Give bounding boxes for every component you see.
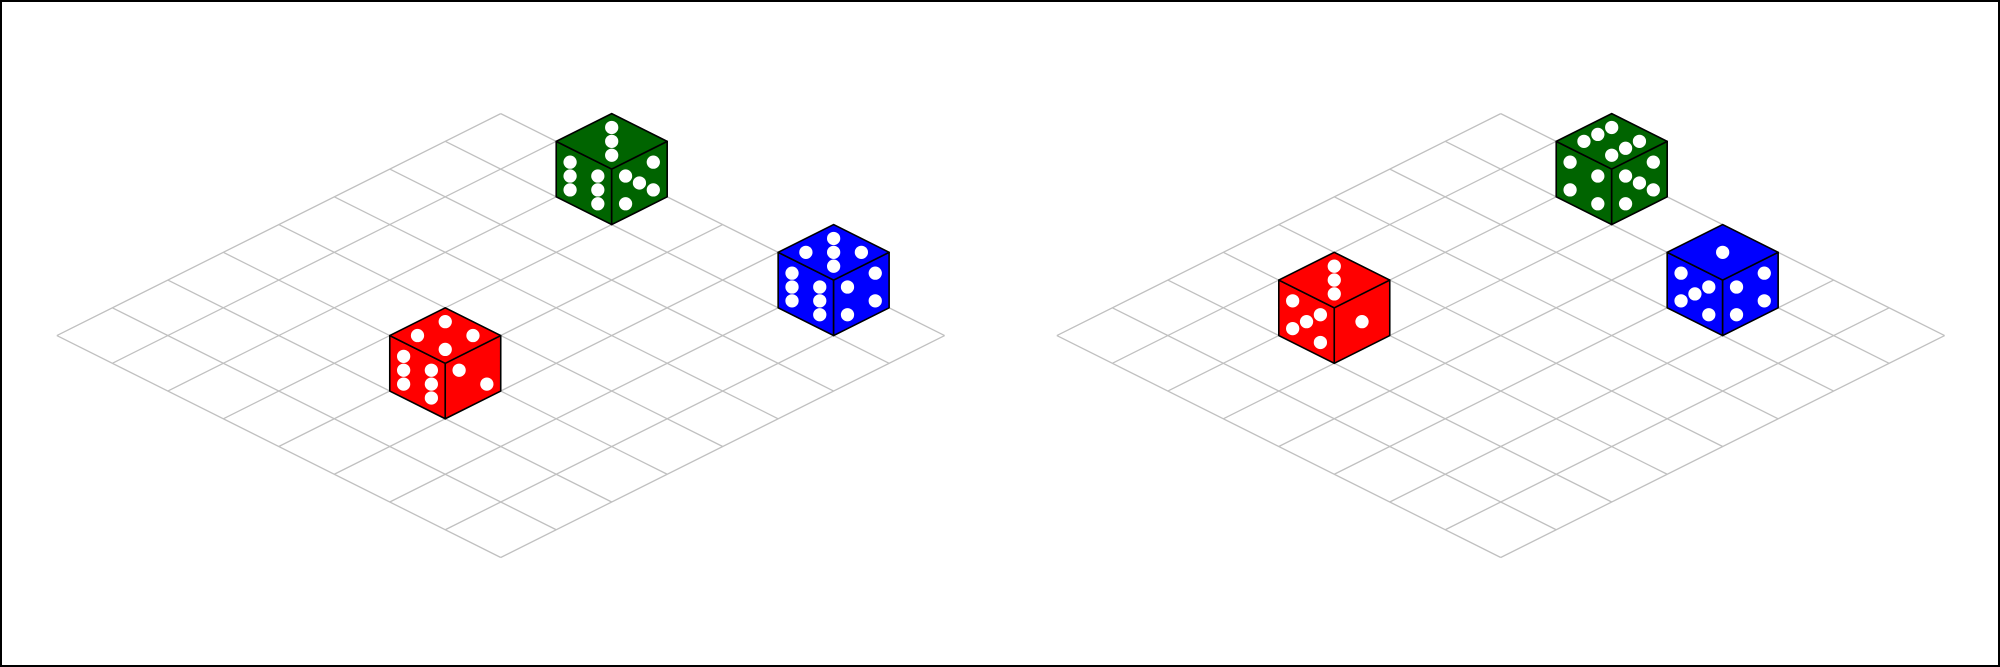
red-die-left-pip xyxy=(1286,321,1300,336)
blue-die-top-pip xyxy=(1716,245,1730,259)
green-die-right-pip xyxy=(618,197,633,211)
red-die xyxy=(388,306,502,420)
blue-die-right-pip xyxy=(868,294,882,308)
green-die-top-pip xyxy=(1605,148,1619,162)
red-die-left-pip xyxy=(1313,308,1328,322)
green-die xyxy=(555,112,668,226)
green-die-left-pip xyxy=(1591,197,1605,211)
grid-line xyxy=(1056,113,1502,337)
blue-die-left-pip xyxy=(1688,287,1702,301)
blue-die-right-pip xyxy=(1729,308,1744,322)
blue-die-left-pip xyxy=(785,266,799,280)
red-die-top-pip xyxy=(466,328,480,343)
red-die-top-pip xyxy=(1327,287,1341,301)
green-die-top-pip xyxy=(1591,127,1605,142)
green-die-right-pip xyxy=(646,155,660,169)
blue-die-top-pip xyxy=(799,245,813,259)
blue-die-left-pip xyxy=(785,280,799,294)
blue-die-top-pip xyxy=(827,245,841,259)
red-die-left-pip xyxy=(424,377,438,391)
blue-die-left-pip xyxy=(813,294,827,308)
blue-die-left-pip xyxy=(785,294,799,308)
grid-line xyxy=(1112,307,1557,531)
red-die-top-pip xyxy=(438,315,452,329)
right-scene-grid xyxy=(1056,113,1945,559)
grid-line xyxy=(1389,168,1834,392)
green-die-top-pip xyxy=(605,120,619,135)
red-die-top-pip xyxy=(410,328,425,343)
grid-line xyxy=(1167,279,1612,503)
green-die-right-pip xyxy=(1632,176,1647,190)
red-die-left-pip xyxy=(1313,335,1328,350)
green-die-top-face xyxy=(1555,112,1668,170)
green-die-right-pip xyxy=(646,183,660,197)
green-die-top-pip xyxy=(1618,141,1633,155)
red-die-right-pip xyxy=(1355,315,1369,329)
red-die-top-pip xyxy=(1327,259,1341,273)
green-die-right-pip xyxy=(1646,155,1660,169)
red-die-left-pip xyxy=(1286,294,1300,308)
green-die-top-pip xyxy=(1632,134,1647,148)
green-die-right-pip xyxy=(1646,183,1660,197)
green-die-right-pip xyxy=(618,169,633,183)
grid-line xyxy=(1333,196,1779,420)
red-die-left-pip xyxy=(424,363,438,377)
green-die xyxy=(1555,112,1668,226)
green-die-right-pip xyxy=(632,176,647,190)
red-die-left-pip xyxy=(397,377,411,391)
green-die-left-pip xyxy=(563,155,577,169)
green-die-top-pip xyxy=(1577,134,1591,148)
green-die-left-pip xyxy=(1563,183,1577,197)
blue-die-right-pip xyxy=(840,280,855,294)
green-die-left-pip xyxy=(1591,169,1605,183)
green-die-left-pip xyxy=(591,197,605,211)
blue-die-top-pip xyxy=(827,259,841,273)
blue-die xyxy=(777,223,890,337)
red-die-right-pip xyxy=(480,377,494,391)
red-die-top-face xyxy=(388,306,502,365)
red-die-top-pip xyxy=(438,342,452,357)
right-scene xyxy=(1056,112,1945,559)
green-die-left-pip xyxy=(563,169,577,183)
red-die-left-pip xyxy=(1299,315,1314,329)
red-die xyxy=(1277,251,1391,365)
blue-die-left-pip xyxy=(813,280,827,294)
blue-die-right-pip xyxy=(1757,266,1771,280)
green-die-top-pip xyxy=(605,134,619,148)
green-die-left-pip xyxy=(591,183,605,197)
green-die-right-pip xyxy=(1618,169,1633,183)
grid-line xyxy=(389,168,834,392)
blue-die-right-pip xyxy=(1729,280,1744,294)
blue-die-left-pip xyxy=(1702,280,1716,294)
grid-line xyxy=(56,334,502,559)
blue-die-right-pip xyxy=(840,308,855,322)
blue-die-right-pip xyxy=(1757,294,1771,308)
red-die-right-pip xyxy=(452,363,466,377)
green-die-top-pip xyxy=(605,148,619,162)
red-die-left-pip xyxy=(424,391,438,405)
blue-die-top-pip xyxy=(827,231,841,246)
green-die-left-pip xyxy=(563,183,577,197)
green-die-left-pip xyxy=(591,169,605,183)
green-die-top-pip xyxy=(1605,120,1619,135)
red-die-left-pip xyxy=(397,363,411,377)
blue-die-right-pip xyxy=(868,266,882,280)
grid-line xyxy=(112,307,557,531)
green-die-right-pip xyxy=(1618,197,1633,211)
blue-die-left-pip xyxy=(813,308,827,322)
blue-die-top-pip xyxy=(854,245,869,259)
grid-line xyxy=(1500,334,1945,559)
red-die-top-pip xyxy=(1327,273,1341,287)
grid-line xyxy=(333,196,779,420)
left-scene xyxy=(56,112,945,559)
grid-line xyxy=(1056,334,1502,559)
red-die-left-pip xyxy=(397,349,411,363)
blue-die xyxy=(1666,223,1779,337)
blue-die-left-pip xyxy=(1674,294,1688,308)
green-die-left-pip xyxy=(1563,155,1577,169)
blue-die-left-pip xyxy=(1674,266,1688,280)
blue-die-left-pip xyxy=(1702,308,1716,322)
